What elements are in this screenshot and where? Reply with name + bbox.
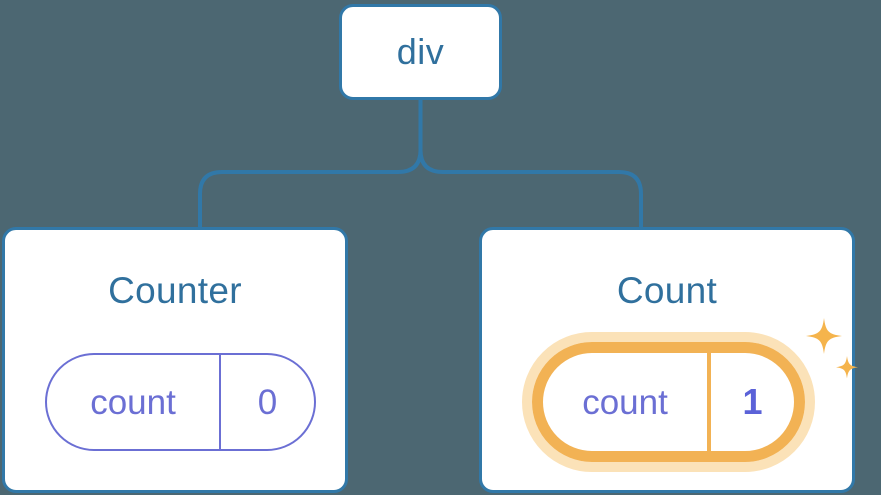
- component-title: Count: [616, 270, 718, 311]
- prop-value: 1: [742, 381, 763, 422]
- connector-to-count: [418, 148, 643, 229]
- connector-to-counter: [198, 148, 423, 229]
- prop-value: 0: [257, 382, 278, 422]
- prop-pill-count[interactable]: count 0: [45, 353, 316, 451]
- root-node-label: div: [396, 31, 445, 72]
- highlight-inner-pill[interactable]: count 1: [532, 342, 805, 462]
- prop-key: count: [47, 355, 221, 449]
- component-title: Counter: [108, 270, 242, 311]
- highlight-glow-ring: [522, 332, 815, 472]
- component-card-counter[interactable]: Counter count 0: [2, 227, 348, 493]
- prop-pill-count-highlighted[interactable]: count 1: [522, 332, 815, 472]
- component-card-count[interactable]: Count count 1: [479, 227, 858, 493]
- sparkle-icon: [836, 356, 858, 379]
- prop-key: count: [543, 353, 711, 451]
- root-node-div[interactable]: div: [339, 4, 502, 100]
